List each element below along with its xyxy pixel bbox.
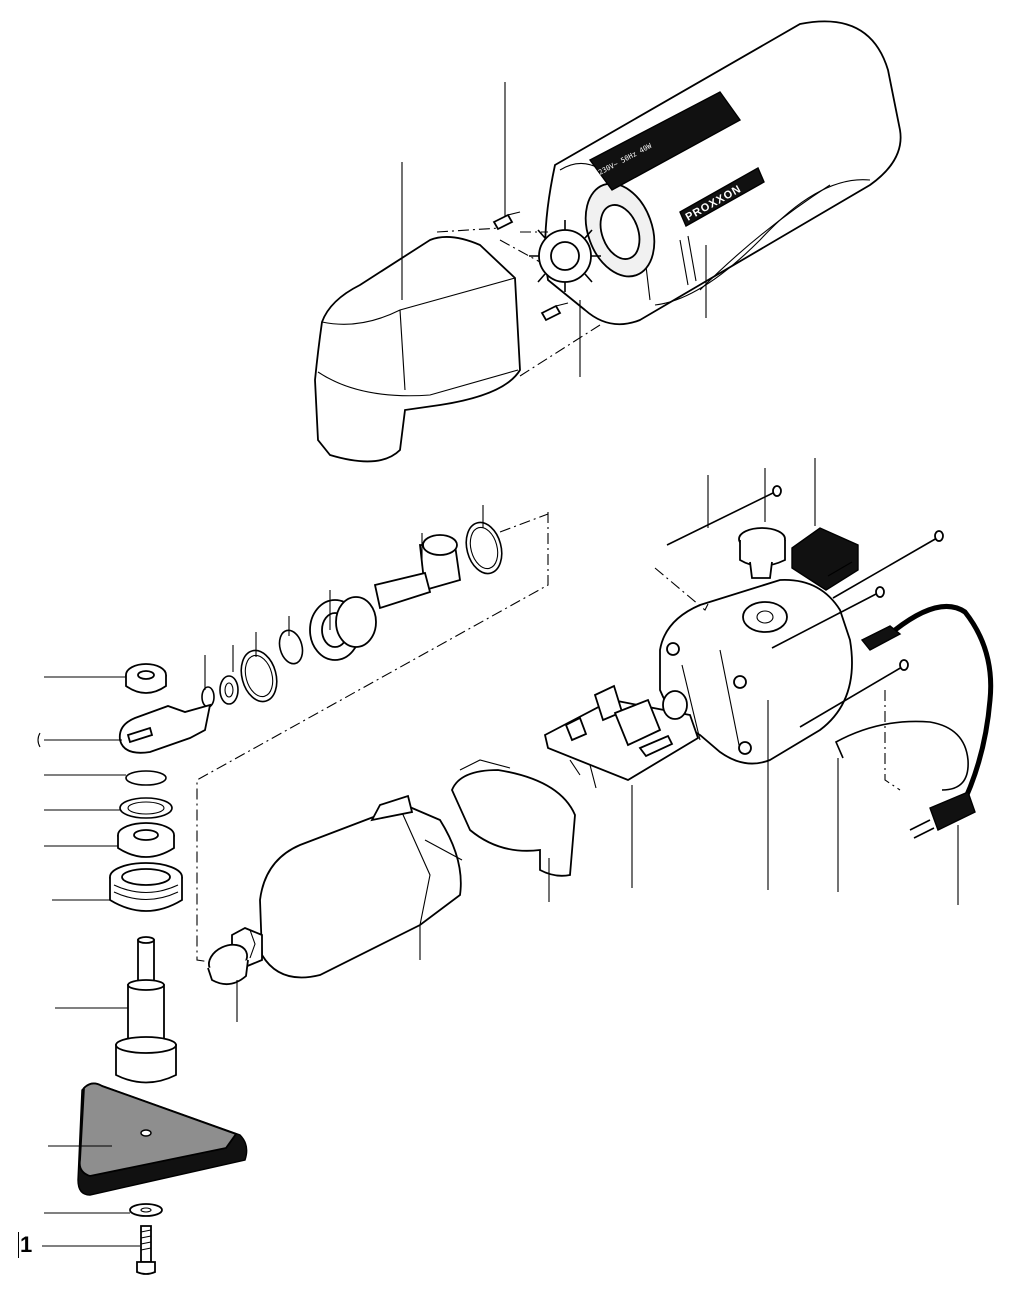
motor xyxy=(259,794,463,979)
fan-wheel xyxy=(529,220,601,292)
washer xyxy=(129,1203,163,1217)
brush-holder-shroud xyxy=(451,759,576,877)
item-bracket xyxy=(18,1232,19,1258)
switch-cap xyxy=(791,527,859,591)
circlip-1 xyxy=(201,686,215,708)
output-shaft xyxy=(373,534,462,610)
long-screw-2 xyxy=(832,530,944,599)
circlip-3 xyxy=(278,629,304,665)
bearing-flange xyxy=(109,862,183,912)
long-screw-1 xyxy=(666,485,782,546)
item-number-label: 1 xyxy=(20,1232,33,1257)
pad-screw xyxy=(136,1225,156,1275)
cable-clamp xyxy=(834,720,969,791)
circuit-board xyxy=(543,684,700,789)
ball-bearing xyxy=(117,822,175,858)
mains-plug xyxy=(909,791,976,839)
shim-ring xyxy=(119,797,173,819)
power-cable xyxy=(893,603,994,812)
retaining-ring-large xyxy=(465,521,503,575)
gear-head-cap xyxy=(314,236,521,463)
clamping-wrench xyxy=(118,703,212,754)
motor-sleeve xyxy=(207,943,249,986)
circlip-2 xyxy=(240,649,278,703)
long-screw-4 xyxy=(799,659,909,728)
screw-lower xyxy=(540,302,569,322)
sanding-pad xyxy=(77,1082,248,1196)
rating-plate: 230V~ 50Hz 40W xyxy=(588,91,742,191)
long-screw-3 xyxy=(771,586,885,649)
spacer-ring xyxy=(219,675,239,705)
bushing xyxy=(125,663,167,694)
cable-connector xyxy=(860,625,902,651)
snap-ring xyxy=(125,770,167,786)
on-off-knob xyxy=(738,527,786,579)
motor-housing xyxy=(544,20,902,326)
handle-housing xyxy=(659,579,853,765)
bearing xyxy=(309,596,377,661)
screw-upper xyxy=(492,211,521,231)
eccentric-spindle xyxy=(115,936,177,1084)
